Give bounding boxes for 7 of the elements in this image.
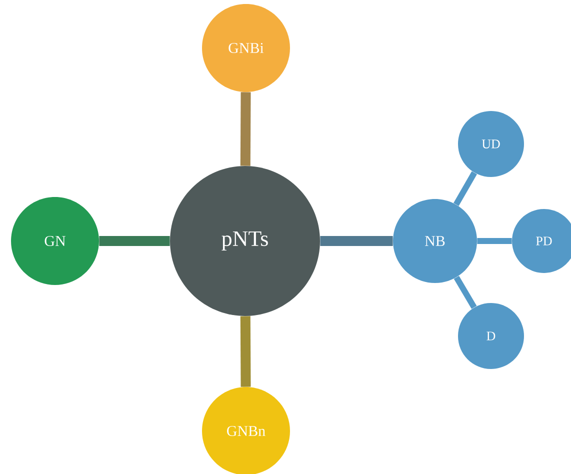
connector bbox=[240, 316, 251, 387]
connector bbox=[240, 92, 251, 166]
connector bbox=[99, 236, 170, 246]
connector bbox=[454, 171, 477, 206]
connector bbox=[320, 236, 393, 246]
connector bbox=[454, 276, 477, 309]
connector bbox=[477, 238, 512, 244]
